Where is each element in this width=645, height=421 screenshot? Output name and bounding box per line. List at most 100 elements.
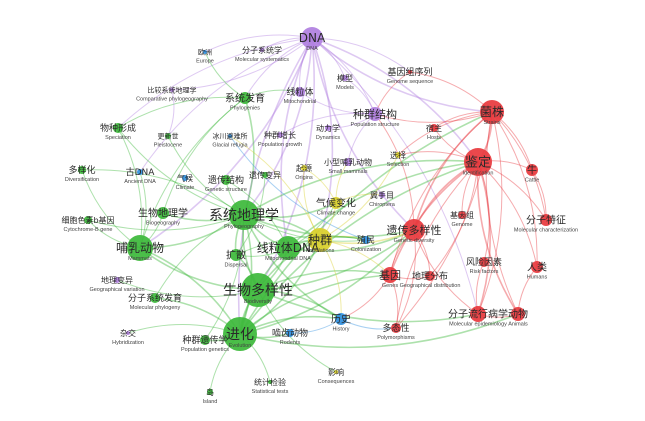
- node-sublabel-sz: Hosts: [427, 135, 441, 141]
- node-mx[interactable]: [342, 75, 348, 81]
- node-xbs[interactable]: [84, 216, 92, 224]
- node-swdy[interactable]: [241, 273, 275, 307]
- node-bjxt[interactable]: [170, 88, 174, 92]
- node-label-dlby: 地理变异: [101, 275, 133, 285]
- node-zqzz[interactable]: [277, 132, 283, 138]
- node-xbr[interactable]: [344, 158, 352, 166]
- node-layer: [78, 27, 552, 395]
- node-ls[interactable]: [335, 313, 347, 325]
- node-jy[interactable]: [382, 267, 398, 283]
- node-label-swdy: 生物多样性: [223, 282, 293, 299]
- node-brdw[interactable]: [127, 235, 153, 261]
- node-sz[interactable]: [430, 124, 438, 132]
- node-dao[interactable]: [207, 389, 213, 395]
- node-sublabel-ycjg: Genetic structure: [205, 187, 247, 193]
- node-dtx[interactable]: [391, 323, 401, 333]
- node-oz[interactable]: [203, 50, 207, 54]
- node-dlfb[interactable]: [425, 271, 435, 281]
- edge-jh-ycdy: [239, 229, 415, 335]
- node-fzfy[interactable]: [150, 293, 160, 303]
- node-label-dyh: 多样化: [68, 164, 95, 176]
- node-label-ylqlj: 冰川避难所: [213, 131, 248, 140]
- node-zq[interactable]: [308, 228, 332, 252]
- node-xlt2[interactable]: [276, 236, 300, 260]
- node-gdna[interactable]: [137, 169, 143, 175]
- node-zqjg[interactable]: [368, 107, 382, 121]
- node-dlby[interactable]: [114, 277, 120, 283]
- node-qh[interactable]: [182, 175, 188, 181]
- node-fzlx[interactable]: [470, 306, 486, 322]
- edge-dna-fzlx: [311, 37, 479, 315]
- node-sublabel-kz: Dispersal: [225, 263, 248, 269]
- node-qhbh[interactable]: [330, 197, 342, 209]
- node-wzxc[interactable]: [113, 123, 123, 133]
- node-ysm[interactable]: [379, 192, 385, 198]
- node-dna[interactable]: [301, 27, 323, 49]
- node-jj[interactable]: [480, 100, 504, 124]
- node-xtfy[interactable]: [239, 92, 251, 104]
- node-label-fzxt: 分子系统学: [242, 45, 282, 55]
- edge-jh-jy: [239, 274, 391, 335]
- node-ycbx[interactable]: [262, 172, 268, 178]
- node-label-dao: 岛: [206, 387, 214, 397]
- edge-xtdl-zqyc: [204, 214, 245, 341]
- node-xz[interactable]: [395, 152, 401, 158]
- node-niu[interactable]: [526, 164, 538, 176]
- node-fztz[interactable]: [540, 214, 552, 226]
- node-sublabel-bjxt: Comparative phylogeography: [136, 96, 208, 102]
- node-tjjy[interactable]: [268, 380, 272, 384]
- node-dw[interactable]: [511, 307, 525, 321]
- node-sublabel-jh: Evolution: [229, 343, 252, 349]
- edge-jj-zqjg: [374, 111, 493, 123]
- node-sublabel-xz: Selection: [387, 162, 410, 168]
- node-ncdw[interactable]: [286, 329, 294, 337]
- node-rl[interactable]: [531, 261, 543, 273]
- node-label-jj: 菌株: [480, 104, 504, 119]
- node-dlx[interactable]: [325, 125, 331, 131]
- node-ycdy[interactable]: [403, 219, 425, 241]
- node-swdl[interactable]: [157, 207, 169, 219]
- node-sublabel-zm: Colonization: [351, 247, 381, 253]
- node-sublabel-ls: History: [332, 327, 349, 333]
- node-sublabel-dlfb: Geographical distribution: [400, 283, 461, 289]
- edge-ycdy-zqjg: [374, 113, 415, 231]
- node-jh[interactable]: [223, 317, 257, 351]
- node-gxs[interactable]: [165, 133, 171, 139]
- node-jyzxl[interactable]: [408, 70, 412, 74]
- node-label-ycbx: 遗传变异: [249, 170, 281, 180]
- node-label-fztz: 分子特征: [526, 215, 566, 227]
- edge-jj-fzlx: [477, 111, 503, 315]
- node-yx[interactable]: [334, 370, 338, 374]
- node-ylqlj[interactable]: [228, 134, 232, 138]
- node-zm[interactable]: [362, 236, 370, 244]
- node-zqyc[interactable]: [200, 335, 210, 345]
- node-jd[interactable]: [464, 148, 492, 176]
- node-kz[interactable]: [230, 249, 242, 261]
- node-label-xlt1: 线粒体: [286, 86, 313, 98]
- edge-dna-ycdy: [311, 37, 415, 231]
- node-label-jyz: 基因组: [450, 210, 474, 220]
- node-sublabel-ysm: Chiroptera: [369, 202, 396, 208]
- node-sublabel-dw: Animals: [508, 322, 528, 328]
- node-label-qy: 起源: [296, 164, 312, 173]
- node-xtdl[interactable]: [229, 200, 259, 230]
- edge-jd-dlfb: [429, 161, 479, 277]
- node-qy[interactable]: [301, 165, 307, 171]
- node-dyh[interactable]: [78, 166, 86, 174]
- node-xlt1[interactable]: [295, 87, 305, 97]
- node-ycjg[interactable]: [221, 175, 231, 185]
- node-label-jh: 进化: [226, 327, 254, 343]
- node-label-dna: DNA: [299, 31, 326, 45]
- node-zj[interactable]: [126, 331, 130, 335]
- node-sublabel-xtfy: Phylogenies: [230, 106, 260, 112]
- node-sublabel-dao: Island: [203, 399, 218, 405]
- node-jyz[interactable]: [458, 211, 466, 219]
- edge-dna-wzxc: [117, 37, 313, 129]
- edge-zq-xz: [319, 154, 399, 241]
- edge-xtdl-dyh: [81, 169, 245, 216]
- edge-zqjg-xlt1: [299, 91, 376, 115]
- node-fxys[interactable]: [479, 257, 489, 267]
- node-label-ycdy: 遗传多样性: [387, 223, 442, 237]
- node-fzxt[interactable]: [260, 48, 264, 52]
